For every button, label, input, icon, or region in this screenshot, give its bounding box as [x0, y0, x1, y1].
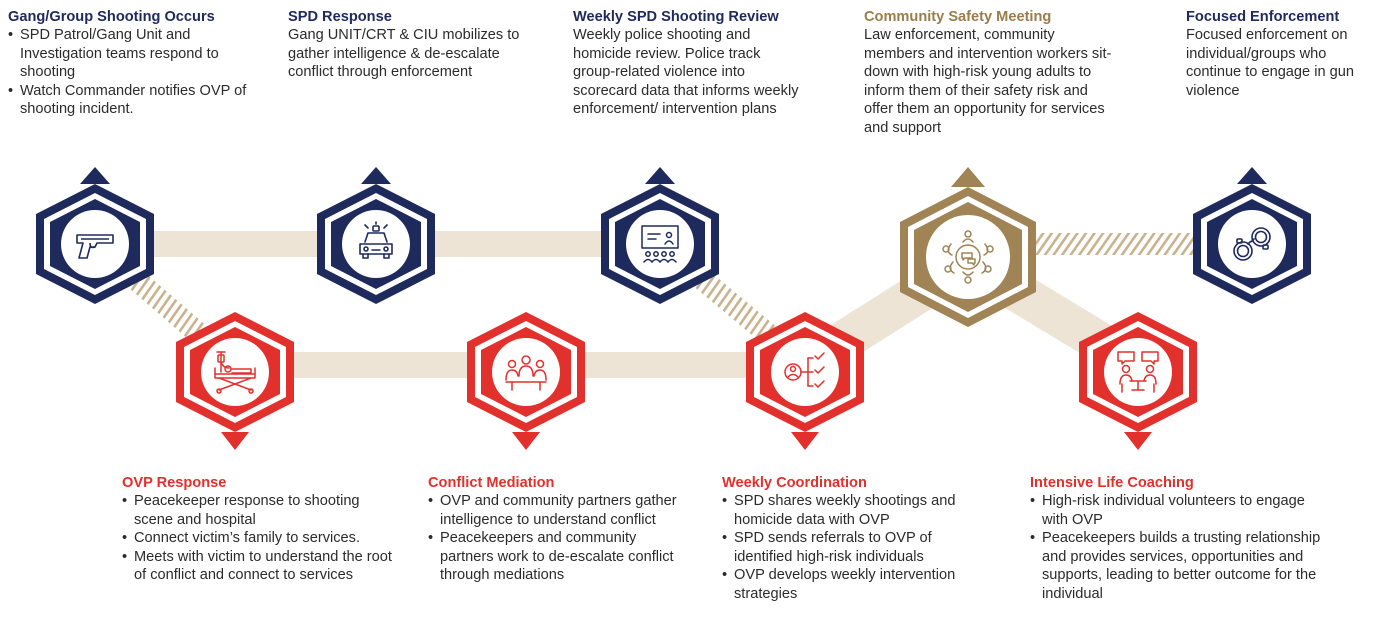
pointer-up: [1237, 167, 1267, 184]
step-title: OVP Response: [122, 475, 227, 491]
bullet-item: OVP and community partners gather intell…: [428, 492, 678, 529]
hex-community-safety: [900, 187, 1036, 327]
pointers: [80, 167, 1267, 450]
pointer-up: [645, 167, 675, 184]
police-car-icon: [359, 221, 393, 259]
presentation-icon: [641, 225, 679, 263]
bullet-item: SPD shares weekly shootings and homicide…: [722, 492, 974, 529]
pointer-down: [1124, 432, 1152, 450]
bullet-item: Meets with victim to understand the root…: [122, 548, 392, 585]
step-description: Law enforcement, community members and i…: [864, 27, 1112, 136]
pointer-up: [951, 167, 985, 187]
step-title: Focused Enforcement: [1186, 9, 1340, 25]
step-focused-enforcement: Focused Enforcement Focused enforcement …: [1186, 8, 1370, 100]
step-weekly-review: Weekly SPD Shooting Review Weekly police…: [573, 8, 805, 119]
step-spd-response: SPD Response Gang UNIT/CRT & CIU mobiliz…: [288, 8, 536, 82]
bullet-item: High-risk individual volunteers to engag…: [1030, 492, 1330, 529]
handcuffs-icon: [1233, 227, 1271, 261]
pointer-up: [361, 167, 391, 184]
bullet-item: Peacekeepers builds a trusting relations…: [1030, 529, 1330, 603]
pointer-down: [791, 432, 819, 450]
bullet-list: SPD shares weekly shootings and homicide…: [722, 492, 974, 603]
step-title: Conflict Mediation: [428, 475, 555, 491]
step-ovp-response: OVP Response Peacekeeper response to sho…: [122, 474, 392, 585]
bullet-item: Watch Commander notifies OVP of shooting…: [8, 82, 248, 119]
bullet-item: Peacekeeper response to shooting scene a…: [122, 492, 392, 529]
hex-gang-shooting: [36, 184, 154, 304]
bullet-item: Peacekeepers and community partners work…: [428, 529, 678, 585]
bullet-item: SPD sends referrals to OVP of identified…: [722, 529, 974, 566]
referral-network-icon: [784, 352, 825, 388]
step-title: SPD Response: [288, 9, 392, 25]
step-weekly-coordination: Weekly Coordination SPD shares weekly sh…: [722, 474, 974, 603]
hex-conflict-mediation: [467, 312, 585, 432]
step-conflict-mediation: Conflict Mediation OVP and community par…: [428, 474, 678, 585]
round-table-meeting-icon: [942, 230, 994, 284]
bullet-item: OVP develops weekly intervention strateg…: [722, 566, 974, 603]
hospital-bed-icon: [214, 351, 256, 394]
step-description: Gang UNIT/CRT & CIU mobilizes to gather …: [288, 27, 520, 80]
step-life-coaching: Intensive Life Coaching High-risk indivi…: [1030, 474, 1330, 603]
coaching-conversation-icon: [1117, 351, 1159, 393]
step-community-safety: Community Safety Meeting Law enforcement…: [864, 8, 1116, 137]
hex-weekly-review: [601, 184, 719, 304]
gun-icon: [76, 234, 114, 259]
pointer-down: [512, 432, 540, 450]
bullet-list: SPD Patrol/Gang Unit and Investigation t…: [8, 26, 248, 119]
step-title: Community Safety Meeting: [864, 9, 1052, 25]
bullet-list: High-risk individual volunteers to engag…: [1030, 492, 1330, 603]
bullet-list: Peacekeeper response to shooting scene a…: [122, 492, 392, 585]
pointer-down: [221, 432, 249, 450]
hex-focused-enforcement: [1193, 184, 1311, 304]
bullet-item: Connect victim’s family to services.: [122, 529, 392, 548]
step-title: Weekly SPD Shooting Review: [573, 9, 779, 25]
bullet-item: SPD Patrol/Gang Unit and Investigation t…: [8, 26, 248, 82]
hex-life-coaching: [1079, 312, 1197, 432]
step-title: Gang/Group Shooting Occurs: [8, 9, 215, 25]
step-title: Intensive Life Coaching: [1030, 475, 1194, 491]
bullet-list: OVP and community partners gather intell…: [428, 492, 678, 585]
step-description: Focused enforcement on individual/groups…: [1186, 27, 1354, 99]
group-meeting-icon: [505, 355, 547, 391]
step-description: Weekly police shooting and homicide revi…: [573, 27, 799, 117]
step-title: Weekly Coordination: [722, 475, 867, 491]
pointer-up: [80, 167, 110, 184]
step-gang-shooting: Gang/Group Shooting Occurs SPD Patrol/Ga…: [8, 8, 248, 119]
